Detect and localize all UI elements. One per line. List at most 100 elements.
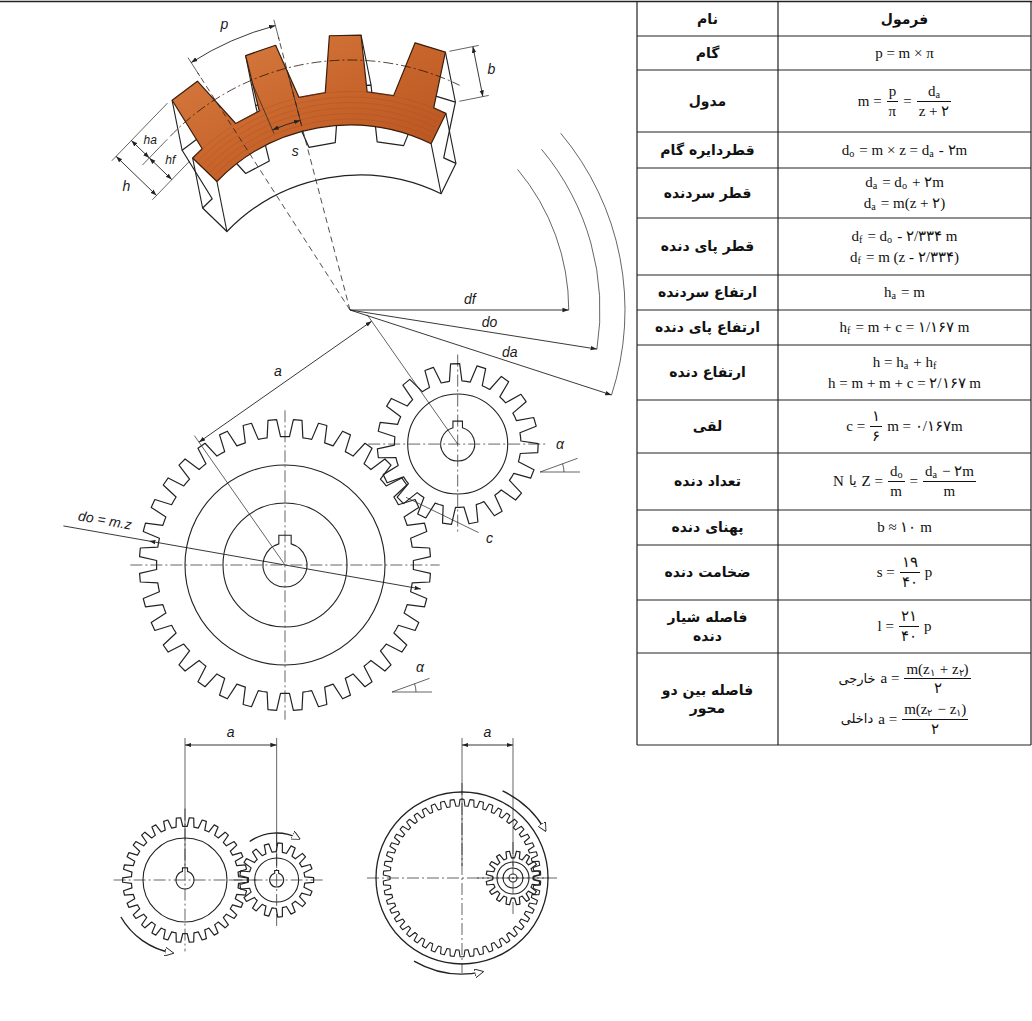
fraction-bar — [917, 101, 952, 102]
fraction-denominator: ۲ — [929, 720, 941, 739]
gear-segment-section — [172, 35, 446, 181]
table-cell: قطردایره گام — [638, 133, 777, 167]
table-cell: c =۱۶m = ۰/۱۶۷m — [779, 401, 1030, 452]
wood-grain — [207, 108, 435, 167]
table-cell: ضخامت دنده — [638, 546, 777, 599]
diameter-label: da — [502, 344, 518, 360]
angle-arc — [415, 684, 416, 692]
formula-line: داخلیa =m(z۲− z۱)۲ — [841, 700, 969, 739]
formula-line: df= m (z - ۲/۳۳۴) — [850, 248, 959, 267]
table-cell: گام — [638, 37, 777, 69]
tooth-edge — [445, 52, 455, 102]
rotation-arrow — [121, 917, 172, 953]
pitch-diameter-line — [149, 541, 421, 589]
table-cell: m =pπ=daz + ۲ — [779, 71, 1030, 131]
formula-term: ۲ — [934, 679, 942, 698]
diameter-label: do — [482, 314, 498, 330]
label-anchor: p — [221, 15, 229, 33]
angle-line — [392, 692, 432, 693]
dimension-line — [473, 47, 483, 97]
formula-term: ) — [964, 660, 969, 679]
column-header: فرمول — [881, 10, 928, 28]
formula-word: خارجی — [838, 671, 875, 687]
formula-term: d — [842, 141, 850, 160]
dimension-line — [462, 745, 513, 746]
formula-subscript: f — [859, 234, 862, 247]
formula-term: = d — [867, 227, 887, 246]
formula-term: p — [889, 82, 897, 101]
dimension-letter: h — [123, 178, 131, 194]
formula-subscript: f — [858, 255, 861, 268]
formula-subscript: f — [933, 360, 936, 373]
fraction-bar — [887, 101, 899, 102]
row-name: لقی — [693, 417, 723, 435]
table-cell: l =۲۱۴۰p — [779, 601, 1030, 652]
row-name: قطردایره گام — [660, 141, 754, 159]
fraction: m(z۱+ z۲)۲ — [904, 660, 970, 699]
formula-line: do= m × z = da- ۲m — [842, 141, 968, 160]
formula-term: = d — [882, 173, 902, 192]
formula-term: a = — [881, 669, 900, 688]
row-name: ارتفاع سردنده — [658, 283, 757, 301]
radial-line — [198, 73, 350, 310]
table-cell: df= do- ۲/۳۳۴ mdf= m (z - ۲/۳۳۴) — [779, 219, 1030, 274]
formula-term: p — [924, 617, 932, 636]
formula-line: ha= m — [884, 283, 925, 302]
fraction-numerator: da — [926, 82, 942, 101]
dimension-arc — [272, 120, 300, 130]
formula-line: b ≈ ۱۰ m — [877, 518, 932, 537]
row-name: ضخامت دنده — [664, 563, 750, 581]
fraction-numerator: m(z۱+ z۲) — [904, 660, 970, 679]
formula-term: + ۲m — [912, 173, 944, 192]
table-cell: b ≈ ۱۰ m — [779, 511, 1030, 544]
formula-word: یا — [849, 473, 857, 489]
fraction-denominator: ۶ — [870, 427, 882, 446]
label-anchor: ha — [144, 130, 157, 148]
fraction-numerator: ۱۹ — [900, 553, 920, 572]
formula-term: ۱۹ — [902, 553, 918, 572]
formula-term: = m × z = d — [859, 141, 929, 160]
fraction: ۱۹۴۰ — [900, 553, 920, 592]
table-rule — [637, 652, 1031, 653]
fraction-numerator: da− ۲m — [923, 462, 976, 481]
fraction: dom — [888, 462, 905, 501]
formula-subscript: o — [849, 148, 854, 161]
dimension-letter: ha — [144, 133, 157, 147]
fraction: ۱۶ — [870, 407, 882, 446]
formula-term: = m + c = ۱/۱۶۷ m — [855, 318, 969, 337]
fraction-numerator: p — [887, 82, 899, 101]
table-cell: h = ha+ hfh = m + m + c = ۲/۱۶۷ m — [779, 346, 1030, 399]
formula-term: a = — [878, 710, 897, 729]
rotation-arrow — [250, 833, 299, 842]
formula-term: c = — [846, 417, 865, 436]
formula-term: − z — [937, 700, 956, 719]
formula-line: p = m × π — [875, 44, 934, 63]
column-header: نام — [697, 10, 718, 28]
pressure-angle-label: α — [416, 659, 424, 675]
extension-line — [185, 738, 186, 868]
formula-subscript: f — [847, 325, 850, 338]
table-cell: نام — [638, 3, 777, 35]
formula-term: m = — [858, 92, 882, 111]
formula-term: d — [864, 194, 872, 213]
diameter-arc — [542, 149, 600, 349]
table-rule — [637, 309, 1031, 310]
row-name: ارتفاع پای دنده — [655, 318, 760, 336]
table-cell: ha= m — [779, 276, 1030, 309]
formula-term: d — [850, 248, 858, 267]
table-cell: پهنای دنده — [638, 511, 777, 544]
formula-term: d — [890, 462, 898, 481]
top-rule — [0, 1, 1032, 2]
formula-subscript: a — [929, 148, 934, 161]
formula-term: m(z — [906, 660, 929, 679]
segment-edge — [446, 113, 456, 163]
diameter-label: df — [464, 291, 476, 307]
table-cell: فرمول — [779, 3, 1030, 35]
label-anchor: s — [292, 142, 299, 160]
fraction: da− ۲mm — [923, 462, 976, 501]
pressure-angle-label: α — [556, 436, 564, 452]
formula-line: c =۱۶m = ۰/۱۶۷m — [846, 407, 962, 446]
fraction-denominator: m — [888, 482, 904, 501]
formula-term: h = h — [873, 353, 904, 372]
dimension-letter: a — [227, 724, 235, 740]
